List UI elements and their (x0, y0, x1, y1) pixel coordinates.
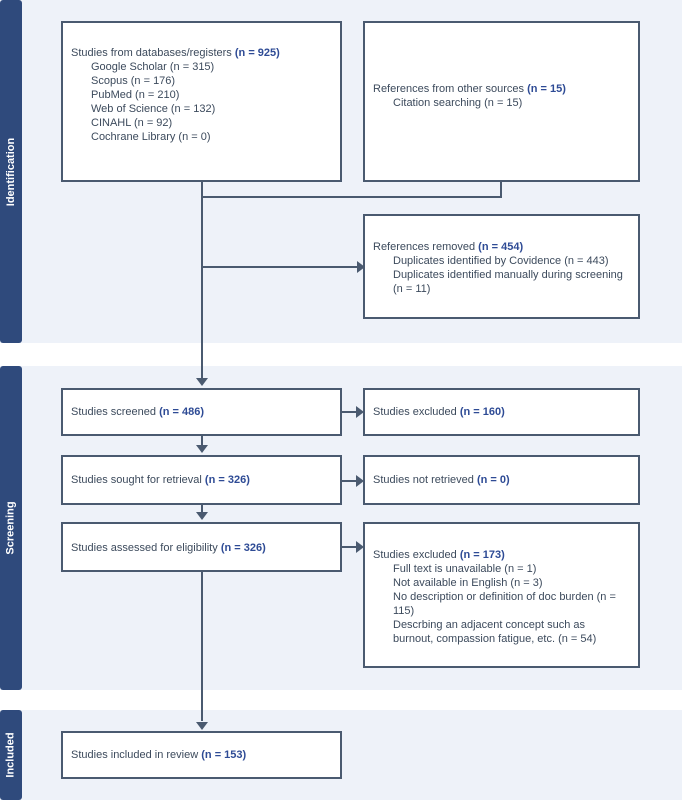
screened-count: (n = 486) (159, 406, 204, 418)
arrowhead-assessed (196, 512, 208, 520)
databases-item: Scopus (n = 176) (91, 75, 176, 87)
included-tab: Included (0, 710, 22, 800)
excluded-screen-box: Studies excluded (n = 160) (363, 388, 640, 436)
not-retrieved-box: Studies not retrieved (n = 0) (363, 455, 640, 505)
sought-title: Studies sought for retrieval (71, 474, 202, 486)
excluded-full-count: (n = 173) (459, 549, 505, 561)
excluded-full-item: Not available in English (n = 3) (393, 577, 543, 589)
excluded-full-item: No description or definition of doc burd… (393, 591, 616, 617)
removed-count: (n = 454) (478, 241, 524, 253)
connector-main-down (201, 196, 203, 380)
not-retrieved-title: Studies not retrieved (373, 474, 474, 486)
connector-screened-down (201, 435, 203, 447)
screened-box: Studies screened (n = 486) (61, 388, 342, 436)
removed-item: Duplicates identified manually during sc… (393, 269, 623, 295)
connector-excl1 (340, 411, 357, 413)
connector-removed (201, 266, 357, 268)
not-retrieved-count: (n = 0) (476, 474, 510, 486)
screening-tab: Screening (0, 366, 22, 690)
databases-item: Web of Science (n = 132) (91, 103, 216, 115)
databases-box: Studies from databases/registers (n = 92… (61, 21, 342, 182)
connector-db-down (201, 181, 203, 196)
assessed-title: Studies assessed for eligibility (71, 542, 218, 554)
sought-count: (n = 326) (204, 474, 250, 486)
connector-sought-down (201, 504, 203, 514)
other-sources-title: References from other sources (373, 83, 525, 95)
databases-title: Studies from databases/registers (71, 47, 232, 59)
identification-tab: Identification (0, 0, 22, 343)
removed-item: Duplicates identified by Covidence (n = … (393, 255, 609, 267)
excluded-screen-count: (n = 160) (459, 406, 505, 418)
databases-item: CINAHL (n = 92) (91, 117, 173, 129)
included-count: (n = 153) (201, 749, 247, 761)
databases-item: Google Scholar (n = 315) (91, 61, 215, 73)
assessed-box: Studies assessed for eligibility (n = 32… (61, 522, 342, 572)
sought-box: Studies sought for retrieval (n = 326) (61, 455, 342, 505)
included-title: Studies included in review (71, 749, 199, 761)
arrowhead-excl2 (356, 475, 364, 487)
included-box: Studies included in review (n = 153) (61, 731, 342, 779)
connector-merge (201, 196, 502, 198)
screened-title: Studies screened (71, 406, 156, 418)
excluded-full-item: Full text is unavailable (n = 1) (393, 563, 537, 575)
arrowhead-excl1 (356, 406, 364, 418)
other-sources-count: (n = 15) (527, 83, 566, 95)
databases-item: Cochrane Library (n = 0) (91, 131, 211, 143)
connector-assessed-down (201, 571, 203, 721)
removed-box: References removed (n = 454) Duplicates … (363, 214, 640, 319)
connector-excl2 (340, 480, 357, 482)
databases-item: PubMed (n = 210) (91, 89, 180, 101)
databases-count: (n = 925) (234, 47, 280, 59)
arrowhead-excl3 (356, 541, 364, 553)
removed-title: References removed (373, 241, 476, 253)
excluded-full-box: Studies excluded (n = 173) Full text is … (363, 522, 640, 668)
arrowhead-removed (357, 261, 365, 273)
arrowhead-screened (196, 378, 208, 386)
arrowhead-sought (196, 445, 208, 453)
other-sources-item: Citation searching (n = 15) (393, 97, 523, 109)
connector-other-down (500, 181, 502, 198)
other-sources-box: References from other sources (n = 15) C… (363, 21, 640, 182)
connector-excl3 (340, 546, 357, 548)
assessed-count: (n = 326) (220, 542, 266, 554)
excluded-screen-title: Studies excluded (373, 406, 457, 418)
excluded-full-item: Descrbing an adjacent concept such as bu… (393, 619, 597, 645)
excluded-full-title: Studies excluded (373, 549, 457, 561)
arrowhead-included (196, 722, 208, 730)
